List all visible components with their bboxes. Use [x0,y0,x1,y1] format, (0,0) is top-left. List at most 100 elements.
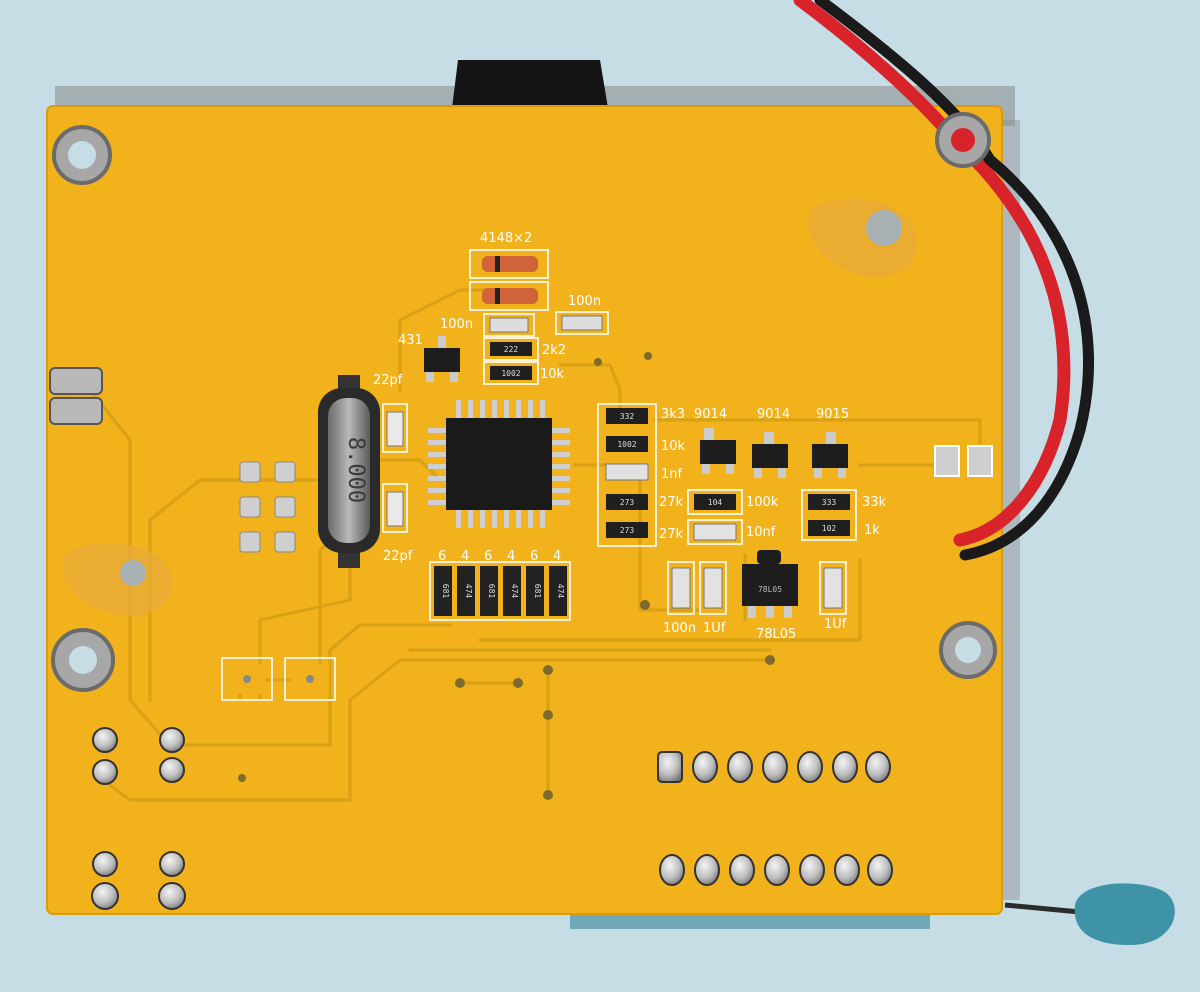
label-2k2: 2k2 [542,343,566,358]
cap-100n-a [489,317,529,333]
array-marking: 681 [533,584,542,599]
wire-pad [967,445,993,477]
array-label: 6 [438,549,446,564]
label-22pf-top: 22pf [373,373,403,388]
diode-band [495,256,500,272]
res-100k-marking: 104 [708,498,723,507]
silk-outline [819,561,847,615]
array-marking: 681 [441,584,450,599]
crystal-oscillator: 8.000 [318,375,380,568]
tl431-chip [424,348,460,372]
capacitor-lead [1004,902,1081,915]
glue-blob-left [63,543,173,616]
black-wire [814,0,1095,561]
silk-outline [483,361,539,385]
silk-outline [382,403,408,453]
res-27k-b [606,522,648,538]
silk-outline [221,657,273,701]
silk-outline [667,561,695,615]
label-33k: 33k [862,495,887,510]
array-label: 6 [484,549,492,564]
array-label: 4 [461,549,469,564]
transistor-9014-b [752,432,788,478]
label-100n-a: 100n [440,317,473,332]
res-27k-a-marking: 273 [620,498,635,507]
diode-1 [482,256,538,272]
silk-outline [699,561,727,615]
silk-outline [469,249,549,279]
array-marking: 474 [510,584,519,599]
label-9015: 9015 [816,407,849,422]
screw-left [120,560,146,586]
label-27k-b: 27k [659,527,684,542]
array-marking: 681 [487,584,496,599]
cap-1nf [605,463,649,481]
cap-22pf-top [386,411,404,447]
microcontroller-chip [428,400,570,528]
res-100k [694,494,736,510]
header-row-top [657,751,891,783]
label-1uf-b: 1Uf [824,617,847,632]
res-10k-a [490,366,532,380]
array-label: 4 [507,549,515,564]
silk-outline [469,281,549,311]
silk-outline [284,657,336,701]
cap-22pf-bottom [386,491,404,527]
label-431: 431 [398,333,423,348]
wire-pad [934,445,960,477]
res-1k-marking: 102 [822,524,837,533]
label-1k: 1k [864,523,880,538]
res-10k-a-marking: 1002 [501,369,520,378]
array-marking: 474 [464,584,473,599]
battery-connector [452,60,608,108]
cap-10nf [693,523,737,541]
label-100n-b: 100n [568,294,601,309]
label-78l05: 78L05 [756,627,796,642]
label-100n-c: 100n [663,621,696,636]
silk-outline [483,337,539,361]
label-10k-a: 10k [540,367,565,382]
label-9014-a: 9014 [694,407,727,422]
voltage-regulator [742,550,798,618]
silk-outline [555,311,609,335]
chip-pin [426,372,434,382]
ceramic-capacitor-body [1074,883,1175,945]
diode-band [495,288,500,304]
res-1k [808,520,850,536]
screw-top-right [866,210,902,246]
array-marking: 474 [556,584,565,599]
res-3k3-marking: 332 [620,412,635,421]
label-9014-b: 9014 [757,407,790,422]
res-2k2-marking: 222 [504,345,519,354]
label-10k-b: 10k [661,439,686,454]
silk-outline [687,519,743,545]
res-3k3 [606,408,648,424]
silk-outline [483,313,535,337]
label-3k3: 3k3 [661,407,685,422]
crystal-marking: 8.000 [343,437,368,503]
silk-outline [382,483,408,533]
vias [238,352,775,800]
transistor-9014-a [700,428,736,474]
label-100k: 100k [746,495,779,510]
isp-header [239,461,296,553]
edge-solder-pad [49,367,103,395]
chip-pin [450,372,458,382]
silk-outline [801,489,857,541]
res-10k-b-marking: 1002 [617,440,636,449]
through-hole-pads-left [91,727,186,910]
cap-100n-b [561,315,603,331]
label-22pf-bottom: 22pf [383,549,413,564]
test-via [306,675,314,683]
res-33k [808,494,850,510]
label-1uf-a: 1Uf [703,621,726,636]
edge-solder-pad [49,397,103,425]
res-2k2 [490,342,532,356]
regulator-marking: 78L05 [758,585,782,594]
res-27k-a [606,494,648,510]
mounting-holes [51,112,997,692]
array-label: 6 [530,549,538,564]
label-1nf: 1nf [661,467,683,482]
header-row-bottom [659,854,893,886]
